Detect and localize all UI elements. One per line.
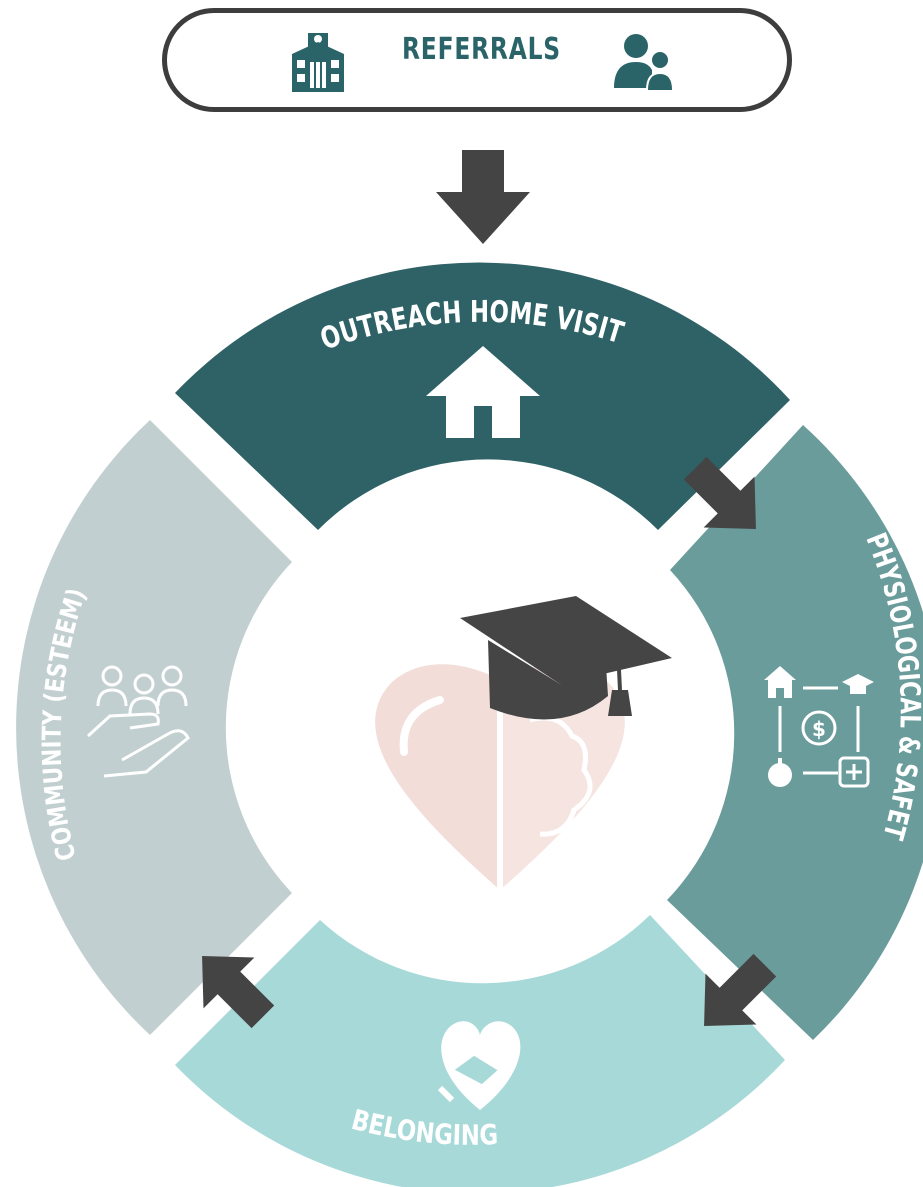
graduation-cap-icon xyxy=(460,596,672,720)
needs-network-icon xyxy=(778,686,870,788)
segment-community-esteem xyxy=(16,420,293,1035)
heart-brain-icon xyxy=(375,664,625,890)
arrow-to-belonging xyxy=(704,953,777,1026)
handshake-heart-icon xyxy=(437,1021,521,1110)
referrals-box xyxy=(162,8,792,112)
referrals-title: REFERRALS xyxy=(402,32,561,67)
arrow-to-community xyxy=(202,956,275,1029)
segment-physiological-safety xyxy=(667,425,923,1040)
house-icon xyxy=(426,346,540,438)
school-building-icon xyxy=(292,33,344,92)
svg-text:$: $ xyxy=(812,717,826,741)
down-arrow xyxy=(436,150,530,244)
needs-network-fill: $ xyxy=(764,666,874,787)
arrow-to-physiological xyxy=(683,456,756,529)
hand-holding-people-icon xyxy=(86,665,190,778)
users-icon xyxy=(614,34,674,90)
